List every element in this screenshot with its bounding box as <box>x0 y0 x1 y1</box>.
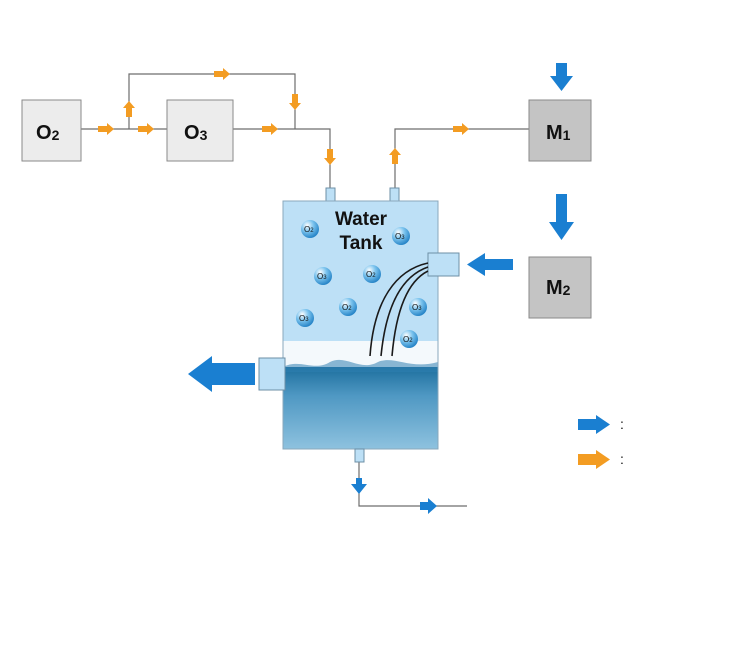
m1-unit: M1 <box>528 99 592 162</box>
tank-title-line2: Tank <box>340 233 383 254</box>
svg-text:O2: O2 <box>366 270 376 279</box>
gas-bubbles: O2 O3 O3 O2 O2 O3 O3 O2 <box>296 220 427 348</box>
svg-text:O3: O3 <box>395 232 405 241</box>
legend-water-text: : <box>620 416 624 432</box>
bubble: O2 <box>301 220 319 238</box>
svg-text:O3: O3 <box>317 272 327 281</box>
svg-text:O2: O2 <box>36 122 60 144</box>
orange-arrow <box>138 123 154 135</box>
bubble: O2 <box>400 330 418 348</box>
svg-text:O3: O3 <box>412 303 422 312</box>
bubble: O3 <box>314 267 332 285</box>
bubble: O3 <box>409 298 427 316</box>
blue-arrow <box>467 253 513 276</box>
water-flow-arrows <box>188 63 574 514</box>
svg-text:O3: O3 <box>299 314 309 323</box>
orange-arrow-icon <box>578 450 610 469</box>
legend-gas-text: : <box>620 451 624 467</box>
bubble: O2 <box>363 265 381 283</box>
blue-arrow <box>550 63 573 91</box>
m2-label: M <box>546 277 563 299</box>
orange-arrow <box>389 148 401 164</box>
orange-arrow <box>324 149 336 165</box>
injection-jets <box>369 262 429 357</box>
orange-arrow <box>214 68 230 80</box>
o2-unit: O2 <box>21 99 82 162</box>
m2-subscript: 2 <box>563 282 571 298</box>
svg-text:M2: M2 <box>546 277 571 299</box>
blue-arrow-icon <box>578 415 610 434</box>
orange-arrow <box>262 123 278 135</box>
legend-item-water: : <box>578 415 624 434</box>
m2-unit: M2 <box>528 256 592 319</box>
orange-arrow <box>98 123 114 135</box>
m1-subscript: 1 <box>563 127 571 143</box>
bubble: O2 <box>339 298 357 316</box>
o3-unit: O3 <box>166 99 234 162</box>
o3-subscript: 3 <box>200 127 208 143</box>
svg-text:O2: O2 <box>342 303 352 312</box>
svg-text:O3: O3 <box>184 122 208 144</box>
legend: : : <box>578 415 624 469</box>
bubble: O3 <box>296 309 314 327</box>
o3-label: O <box>184 122 200 144</box>
orange-arrow <box>289 94 301 110</box>
blue-arrow <box>549 194 574 240</box>
orange-arrow <box>453 123 469 135</box>
blue-arrow <box>188 356 255 392</box>
blue-arrow <box>420 498 437 514</box>
tank-title-line1: Water <box>335 209 388 230</box>
o2-subscript: 2 <box>52 127 60 143</box>
orange-arrow <box>123 101 135 117</box>
o2-label: O <box>36 122 52 144</box>
bubble: O3 <box>392 227 410 245</box>
svg-text:M1: M1 <box>546 122 571 144</box>
gas-flow-arrows <box>98 68 469 165</box>
legend-item-gas: : <box>578 450 624 469</box>
m1-label: M <box>546 122 563 144</box>
svg-text:O2: O2 <box>403 335 413 344</box>
water-tank: Water Tank O2 O3 O3 O2 O2 O3 O3 O2 <box>258 187 460 463</box>
blue-arrow <box>351 478 367 494</box>
svg-text:O2: O2 <box>304 225 314 234</box>
